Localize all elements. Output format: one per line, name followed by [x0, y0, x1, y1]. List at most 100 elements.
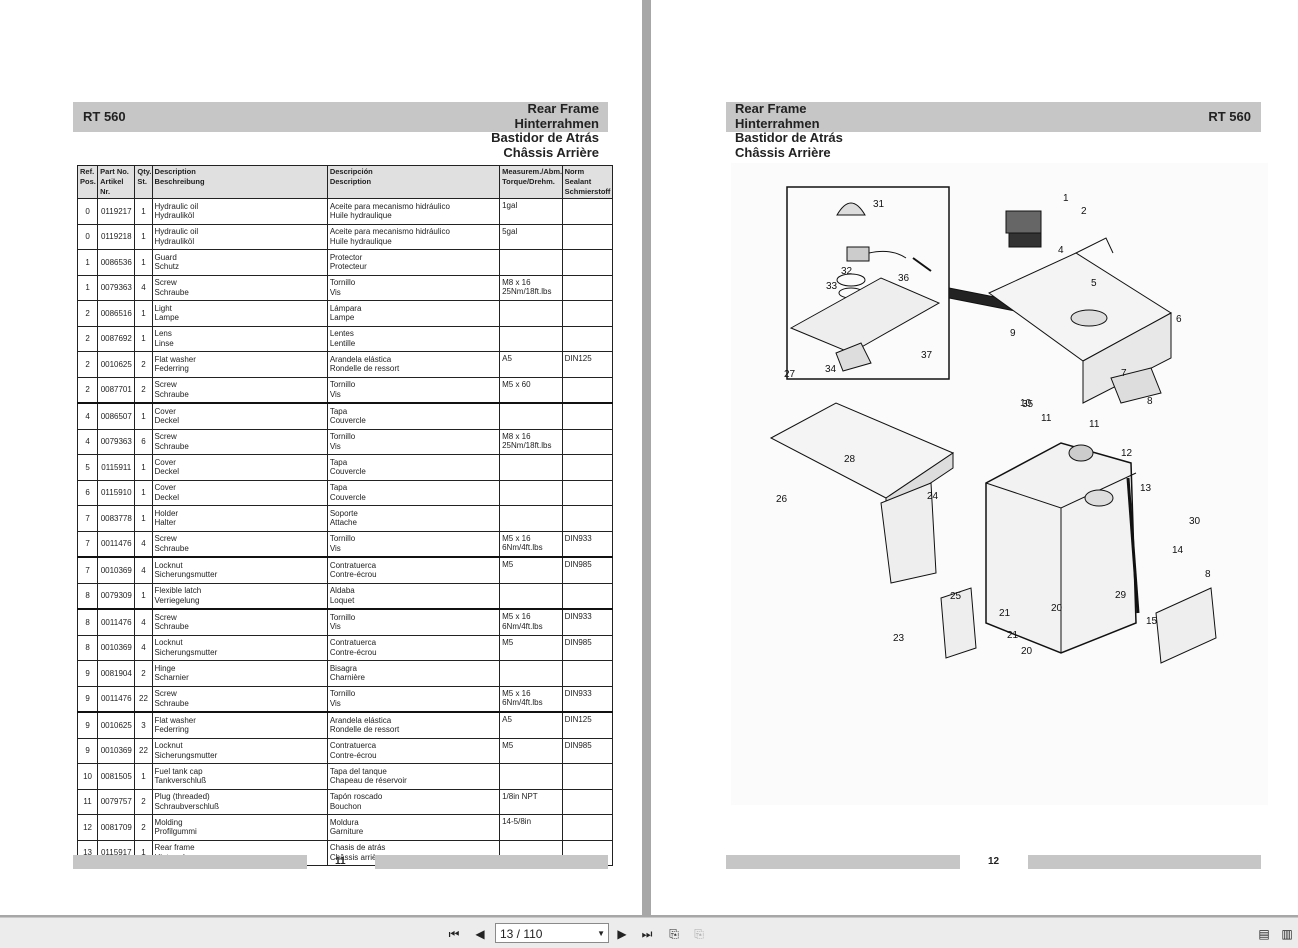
first-page-icon[interactable]: ⏮ — [448, 927, 460, 941]
callout-number: 21 — [999, 608, 1011, 619]
norm-cell: DIN125 — [561, 351, 614, 378]
measurement-cell: M5 x 60 — [499, 376, 563, 404]
ref-cell: 9 — [76, 711, 99, 739]
callout-number: 11 — [1041, 413, 1052, 424]
last-page-icon[interactable]: ⏭ — [641, 927, 653, 941]
measurement-cell: 14-5/8in — [499, 814, 563, 841]
measurement-cell — [499, 660, 563, 687]
parts-table: Ref.Pos. Part No.Artikel Nr. Qty.St. Des… — [76, 165, 614, 866]
page-number: 12 — [988, 856, 1000, 867]
callout-number: 11 — [1089, 419, 1100, 430]
part-number-cell: 0010369 — [97, 556, 136, 584]
measurement-cell: M5 — [499, 634, 563, 661]
measurement-cell — [499, 763, 563, 790]
norm-cell — [561, 505, 614, 532]
norm-cell: DIN985 — [561, 737, 614, 764]
callout-number: 2 — [1081, 206, 1087, 217]
ref-cell: 6 — [76, 479, 99, 506]
part-number-cell: 0115910 — [97, 479, 136, 506]
callout-number: 33 — [826, 281, 838, 292]
norm-cell — [561, 274, 614, 301]
single-page-view-icon[interactable]: ▤ — [1258, 927, 1270, 941]
norm-cell — [561, 479, 614, 506]
two-page-view-icon[interactable]: ▥ — [1281, 927, 1293, 941]
ref-cell: 4 — [76, 428, 99, 455]
callout-number: 14 — [1172, 545, 1184, 556]
part-number-cell: 0010369 — [97, 634, 136, 661]
footer-bar-right — [1028, 855, 1261, 869]
qty-cell: 22 — [134, 685, 153, 713]
page-number-field[interactable]: 13 / 110 ▼ — [495, 923, 609, 943]
forward-view-icon[interactable]: ⎘ — [694, 927, 704, 941]
measurement-cell: 1gal — [499, 198, 563, 225]
header-band: RT 560 — [726, 102, 1261, 132]
ref-cell: 10 — [76, 763, 99, 790]
ref-cell: 2 — [76, 325, 99, 352]
callout-number: 5 — [1091, 278, 1097, 289]
callout-number: 29 — [1115, 590, 1127, 601]
back-view-icon[interactable]: ⎘ — [669, 927, 679, 941]
callout-number: 7 — [1121, 368, 1127, 379]
holder-shape — [1110, 367, 1162, 404]
norm-cell — [561, 454, 614, 481]
qty-cell: 6 — [134, 428, 153, 455]
title-fr: Châssis Arrière — [735, 144, 831, 160]
col-header-qty: Qty.St. — [134, 165, 153, 199]
measurement-cell: A5 — [499, 351, 563, 378]
qty-cell: 2 — [134, 351, 153, 378]
chevron-down-icon[interactable]: ▼ — [597, 929, 605, 938]
part-number-cell: 0010369 — [97, 737, 136, 764]
next-page-icon[interactable]: ▶ — [617, 927, 627, 941]
part-number-cell: 0087692 — [97, 325, 136, 352]
title-es: Bastidor de Atrás — [735, 130, 843, 145]
ref-cell: 9 — [76, 660, 99, 687]
part-number-cell: 0079363 — [97, 274, 136, 301]
ref-cell: 4 — [76, 402, 99, 430]
page-indicator: 13 / 110 — [500, 927, 543, 941]
previous-page-icon[interactable]: ◀ — [475, 927, 485, 941]
part-number-cell: 0079363 — [97, 428, 136, 455]
model-name: RT 560 — [83, 109, 126, 124]
ref-cell: 1 — [76, 249, 99, 276]
footer-bar-right — [375, 855, 608, 869]
measurement-cell: M5 — [499, 737, 563, 764]
ref-cell: 0 — [76, 198, 99, 225]
col-header-measurement: Measurem./Abm.Torque/Drehm. — [499, 165, 563, 199]
norm-cell: DIN933 — [561, 530, 614, 558]
footer-bar-left — [73, 855, 307, 869]
qty-cell: 2 — [134, 660, 153, 687]
part-number-cell: 0011476 — [97, 608, 136, 636]
title-es: Bastidor de Atrás — [491, 130, 599, 145]
callout-number: 24 — [927, 491, 939, 502]
norm-cell — [561, 249, 614, 276]
right-panel-shape — [1155, 587, 1217, 664]
